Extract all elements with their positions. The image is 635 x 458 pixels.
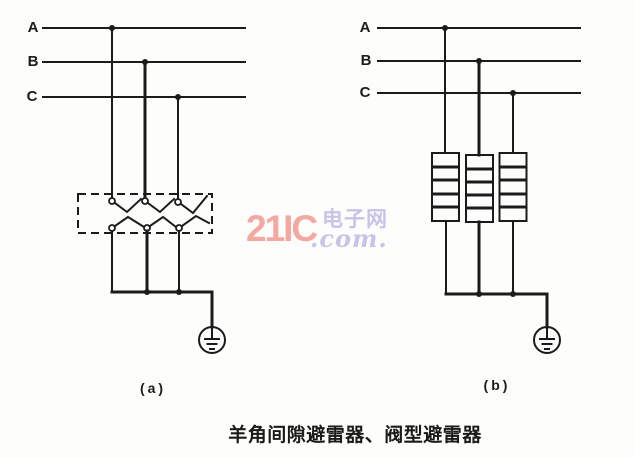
arrester-segments (466, 167, 493, 210)
valve-arrester-b (465, 154, 494, 223)
horn-arm (148, 215, 178, 229)
ground-bus-a (110, 229, 214, 329)
valve-arrester-a (431, 152, 460, 222)
upper-electrode (174, 198, 182, 206)
horn-arm (113, 215, 146, 229)
horn-arm (146, 197, 176, 214)
arrester-body (465, 154, 494, 223)
phase-taps-a (109, 25, 181, 200)
phase-label-a-left: A (27, 19, 39, 36)
horn-arm (113, 197, 143, 214)
phase-label-c-left: C (26, 88, 38, 105)
junction-dot (176, 289, 182, 295)
subfigure-label-a: (a) (139, 380, 167, 396)
junction-dot (476, 291, 482, 297)
junction-dot (476, 58, 482, 64)
earth-ground-icon-a (198, 326, 226, 354)
phase-label-b-right: B (360, 52, 372, 69)
phase-label-c-right: C (359, 84, 371, 101)
junction-dot (510, 90, 516, 96)
junction-dot (109, 25, 115, 31)
junction-dot (510, 291, 516, 297)
horn-gaps-upper-row (108, 194, 209, 215)
junction-dot (442, 25, 448, 31)
arrester-segments (499, 165, 527, 209)
earth-ground-icon-b (533, 326, 561, 354)
ground-bus-b (444, 220, 549, 329)
junction-dot (175, 94, 181, 100)
figure-caption: 羊角间隙避雷器、阀型避雷器 (228, 425, 482, 446)
horn-gaps-lower-row (108, 214, 211, 232)
valve-arrester-c (498, 152, 528, 222)
horn-arm (180, 214, 211, 228)
diagram-a (42, 25, 246, 354)
bus-wire (444, 292, 549, 329)
phase-label-b-left: B (27, 53, 39, 70)
junction-dot (142, 59, 148, 65)
arrester-body (498, 152, 528, 222)
upper-electrode (141, 197, 149, 205)
diagram-b (377, 25, 581, 354)
horn-gap-enclosure (77, 193, 213, 234)
junction-dot (144, 289, 150, 295)
subfigure-label-b: (b) (483, 377, 511, 393)
phase-label-a-right: A (359, 19, 371, 36)
bus-wire (110, 290, 214, 329)
arrester-body (431, 152, 460, 222)
upper-electrode (108, 197, 116, 205)
arrester-segments (432, 165, 459, 209)
phase-taps-b (442, 25, 516, 157)
horn-arm (179, 194, 209, 215)
